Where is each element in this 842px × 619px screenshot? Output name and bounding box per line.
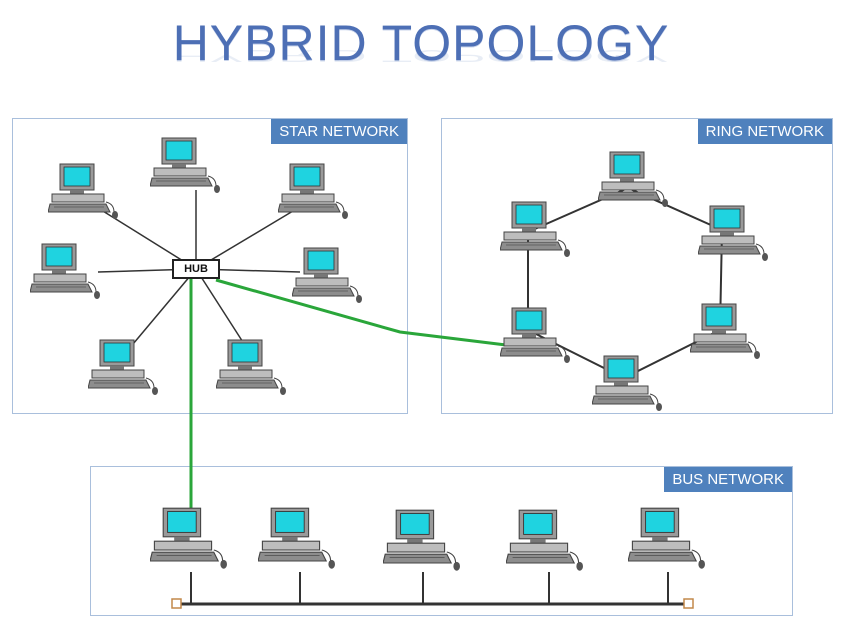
bus-terminator — [683, 598, 694, 609]
star-link — [127, 268, 197, 351]
computer-icon — [382, 508, 462, 574]
star-to-ring-link — [215, 278, 507, 347]
computer-icon — [499, 200, 572, 260]
computer-icon — [149, 506, 229, 572]
computer-icon — [47, 162, 120, 222]
computer-icon — [29, 242, 102, 302]
hub-box: HUB — [172, 259, 220, 279]
computer-icon — [591, 354, 664, 414]
computer-icon — [505, 508, 585, 574]
computer-icon — [597, 150, 670, 210]
computer-icon — [277, 162, 350, 222]
bus-network-label: BUS NETWORK — [664, 467, 792, 492]
computer-icon — [257, 506, 337, 572]
computer-icon — [697, 204, 770, 264]
computer-icon — [689, 302, 762, 362]
computer-icon — [149, 136, 222, 196]
bus-terminator — [171, 598, 182, 609]
computer-icon — [215, 338, 288, 398]
star-network-label: STAR NETWORK — [271, 119, 407, 144]
star-link — [195, 207, 299, 270]
computer-icon — [87, 338, 160, 398]
ring-network-label: RING NETWORK — [697, 119, 832, 144]
diagram-title: HYBRID TOPOLOGY — [172, 15, 670, 71]
star-link — [195, 268, 249, 351]
computer-icon — [627, 506, 707, 572]
computer-icon — [291, 246, 364, 306]
computer-icon — [499, 306, 572, 366]
